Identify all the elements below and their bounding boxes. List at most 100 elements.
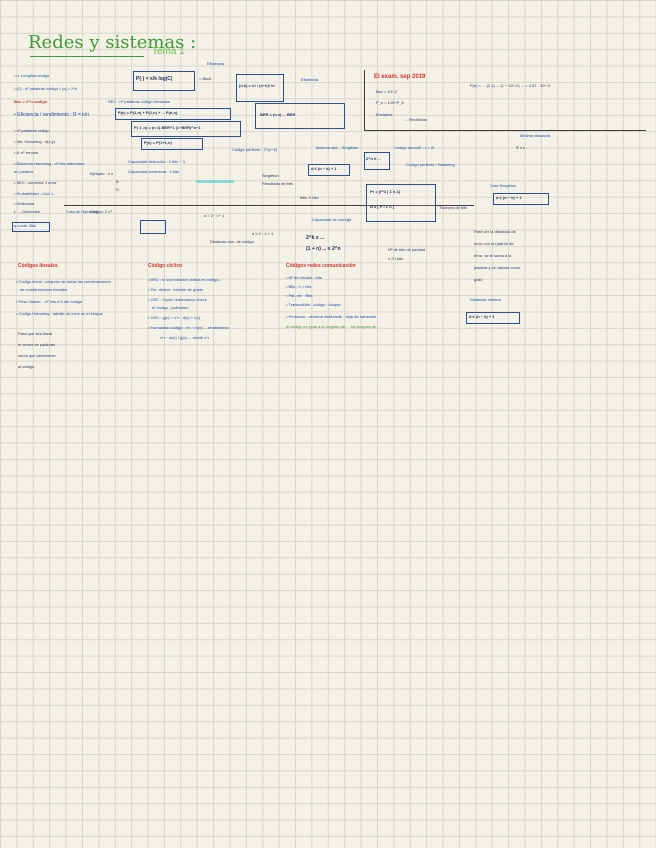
- section-green-note: el código es igual a la longitud de ... …: [286, 324, 381, 329]
- label-decodif: Código decodif. : t = 2t: [394, 145, 435, 150]
- exam-line: P_e = 1/20 P_b: [376, 100, 404, 105]
- note-line: • SEC : corrector 1 error: [14, 180, 57, 185]
- formula-box-11: [364, 152, 390, 170]
- section-item: • Código Hamming : admite un error en el…: [16, 311, 103, 316]
- label-eficiencia: Eficiencia: [207, 61, 225, 66]
- note-line: • Probabilidad : Cod. L: [14, 191, 54, 196]
- formula-12: d = 2 · t + 1: [204, 213, 225, 218]
- right-formula: d ≤ (n − k) + 1: [469, 314, 495, 319]
- section-item: el código : polinomio: [152, 305, 189, 310]
- bottom-label: Capacidad de corregir: [312, 217, 352, 222]
- formula-box-singleton: [493, 193, 549, 205]
- label-maxima-dist: Máxima dist. : Singleton: [316, 145, 359, 150]
- label-capacidad-deteccion: Capacidad detección : 2 bits − 1: [128, 159, 186, 164]
- label-resultado: Resultado de bits: [262, 181, 293, 186]
- formula-11: 2^n ≥ ...: [366, 156, 381, 161]
- label-cota-hamming: Cota de Hamming: [66, 209, 99, 214]
- section-title: Código cíclico: [148, 263, 183, 269]
- note-line: • Eficiencia / rendimiento : R = k/n: [14, 112, 89, 118]
- note-line: L → Detección: [14, 209, 41, 214]
- note-line: en palabra: [14, 169, 33, 174]
- formula-ber: BER = (n x) ... BER: [260, 112, 296, 117]
- misc-mark: Código: 2 nº: [90, 209, 112, 214]
- right-line: gold.: [474, 277, 483, 282]
- bottom-note-2: ≤ 2 t bits: [388, 256, 404, 261]
- formula-efficiency: P(·) = x/k log|C|: [136, 76, 173, 82]
- section-item: de combinaciones lineales: [20, 287, 67, 292]
- formula-box-perror: [115, 108, 231, 120]
- formula-singleton: d ≤ (n − k) + 1: [496, 195, 522, 200]
- section-item: • Nº de errores : bits: [286, 275, 322, 280]
- section-title: Códigos lineales: [18, 263, 58, 269]
- bottom-formula: 2^k ≥ ...: [306, 235, 325, 241]
- label-singleton: Singleton: [262, 173, 279, 178]
- note-line: • |C| : nº palabras código = |c| = 2^k: [14, 86, 78, 91]
- note-line: • Distancia Hamming : nº bits diferentes: [14, 161, 85, 166]
- section-note: al código.: [18, 364, 36, 369]
- formula-box-px: [141, 138, 203, 150]
- right-line: palabra y se calcula como: [474, 265, 521, 270]
- label-dist-min-codigo: Distancia mín. de código: [210, 239, 254, 244]
- formula-pr: Pr = (f^3 | Σ n-1): [370, 189, 401, 194]
- code-cost-box: [12, 222, 50, 232]
- bottom-note: Nº de bits de paridad: [388, 247, 426, 252]
- vertical-divider: [364, 70, 365, 130]
- bottom-formula-2: (1 + n) ... ≤ 2^n: [306, 246, 341, 252]
- note-line: • nº palabras código: [14, 128, 50, 133]
- page-subtitle: Tema 1: [152, 46, 185, 57]
- section-note: el vector de palabras: [18, 342, 56, 347]
- formula-n: N ≤ [ P / Σ n ]: [370, 204, 395, 209]
- label-codigo-perfecto: Código perfecto : 2^(n−k): [232, 147, 277, 152]
- section-item: • Transmisión : código : bloque: [286, 302, 341, 307]
- label-perfecto-hamming: Código perfecto / Hamming: [406, 162, 455, 167]
- right-line: error con un patrón de: [474, 241, 514, 246]
- misc-mark: Ejemplo : n x: [90, 171, 114, 176]
- exam-title: El exam. sep 2019: [374, 74, 426, 80]
- highlight-correctora: [196, 180, 234, 183]
- section-item: • BSC : si una rotación cíclica es códig…: [148, 277, 222, 282]
- formula-box-p1n: [131, 121, 241, 137]
- section-item: • Protocolo : ventana deslizante : deja …: [286, 314, 377, 319]
- note-line: q-coste: Bits: [14, 223, 37, 228]
- formula-box-binomial: [236, 74, 284, 102]
- label-sec: SEC : nº palabras código enviadas: [108, 99, 170, 104]
- formula-box-efficiency: [133, 71, 195, 91]
- note-line: • Dis. Hamming : d(x,y): [14, 139, 55, 144]
- note-line: Bsc = 2^n código: [14, 99, 48, 104]
- formula-p1n: P( 1 ,n) = (n 1) BER^1 (1−BER)^n−1: [134, 125, 201, 130]
- formula-d: d ≤ (n − k) + 1: [311, 166, 337, 171]
- label-eficiencia-2: Eficiencia: [301, 77, 319, 82]
- misc-mark: B: [116, 179, 119, 184]
- label-cota-singleton: Cota Singleton: [490, 183, 517, 188]
- section-item: • Código lineal : conjunto de todas las …: [16, 279, 111, 284]
- section-note: ceros que pertenecer: [18, 353, 56, 358]
- label-min-dist: Mínima distancia: [520, 133, 551, 138]
- section-note: Para que sea lineal: [18, 331, 53, 336]
- exam-line: Enviados: [376, 112, 393, 117]
- page-title: Redes y sistemas :: [28, 34, 196, 52]
- formula-efficiency-b: = Bin/k: [199, 76, 212, 81]
- misc-mark: Bits: 0 bits: [300, 195, 319, 200]
- formula-box-ber: [255, 103, 345, 129]
- formula-box-bracket: [140, 220, 166, 234]
- note-line: • n: Longitud código: [14, 73, 50, 78]
- right-label: Distancia mínima: [470, 297, 501, 302]
- horizontal-divider: [364, 130, 646, 131]
- right-formula-box: [466, 312, 520, 324]
- section-item: • Pol. divisor : función de grado: [148, 287, 204, 292]
- section-item: • CRC : g(x) = x^r · d(x) + r(x): [148, 315, 201, 320]
- misc-mark: D: [116, 187, 119, 192]
- formula-13: ∀ n k ...: [516, 145, 530, 150]
- exam-line: Bsc = 10^-2: [376, 89, 398, 94]
- section-item: x^r · m(x) / g(x) ... dividir x^r: [160, 335, 210, 340]
- label-d2: d ≥ 2 . 1 + 1: [252, 231, 274, 236]
- section-title: Códigos redes comunicación: [286, 263, 356, 269]
- title-underline: [30, 56, 144, 57]
- section-item: • Peso Hamm. : nº bits ≠ 0 del código: [16, 299, 82, 304]
- label-numero-bits: Número de bits: [440, 205, 468, 210]
- note-line: • d: nº errores: [14, 150, 39, 155]
- formula-px: P(x) = P(1+1,n): [144, 140, 172, 145]
- separator-mid: [64, 205, 474, 206]
- section-item: • Pat. err. : Bits: [286, 293, 313, 298]
- right-line: Para ver la distancia de: [474, 229, 516, 234]
